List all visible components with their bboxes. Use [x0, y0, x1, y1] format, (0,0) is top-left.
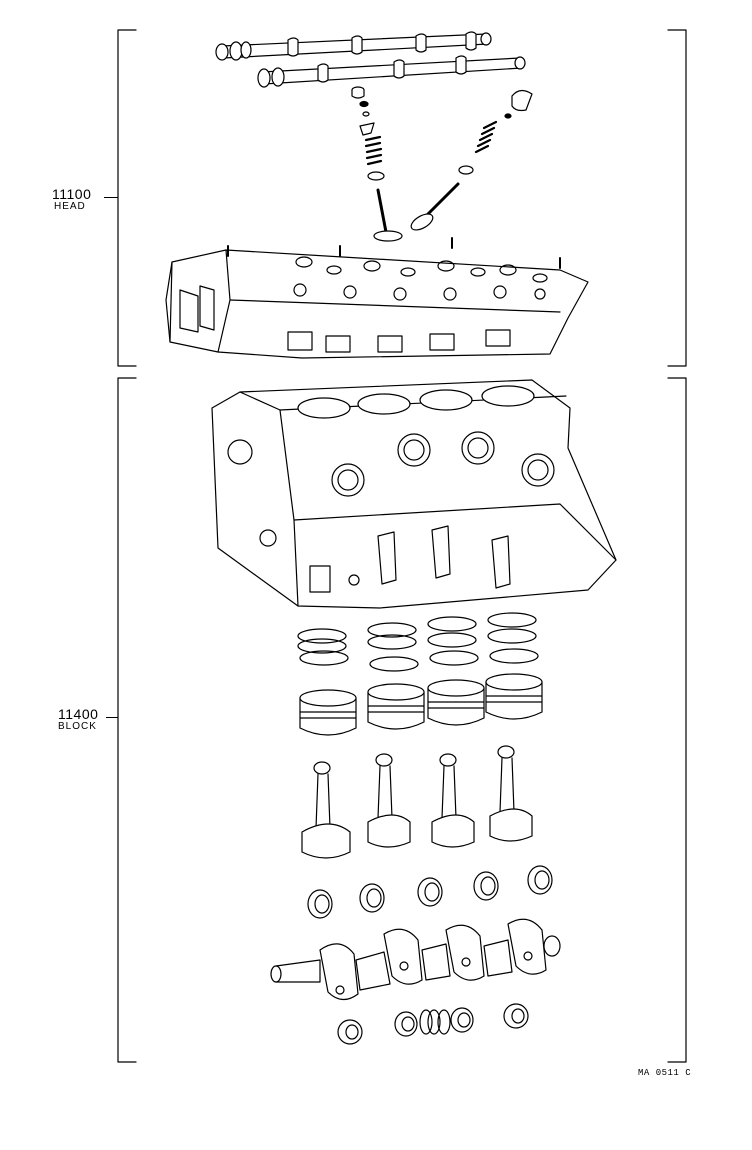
- camshaft-intake-icon: [216, 32, 491, 60]
- block-group-number: 11400: [58, 706, 99, 722]
- head-group-number: 11100: [52, 186, 92, 202]
- valve-lifter-icon-2: [512, 90, 532, 110]
- valve-retainer-icon: [360, 123, 374, 135]
- figure-code: MA 0511 C: [638, 1068, 692, 1078]
- block-group-leader: [106, 717, 118, 718]
- main-bearing-icon: [338, 1004, 528, 1044]
- valve-spring-icon-2: [459, 122, 496, 174]
- valve-keeper-icon-2: [505, 114, 511, 118]
- valve-keeper-icon: [360, 102, 369, 117]
- thrust-washer-icon: [420, 1010, 450, 1034]
- valve-icon: [374, 190, 402, 241]
- head-group-name: HEAD: [54, 201, 86, 212]
- block-group-name: BLOCK: [58, 721, 97, 732]
- valve-icon-2: [409, 184, 458, 233]
- piston-ring-set-icon: [298, 613, 538, 671]
- cylinder-head-icon: [166, 238, 588, 358]
- head-group-leader: [104, 197, 118, 198]
- camshaft-exhaust-icon: [258, 56, 525, 87]
- rod-bearing-icon: [308, 866, 552, 918]
- valve-spring-icon: [366, 137, 384, 180]
- crankshaft-icon: [271, 919, 560, 999]
- head-group-bracket: [118, 30, 686, 366]
- cylinder-block-icon: [212, 380, 616, 608]
- piston-icon: [300, 674, 542, 735]
- valve-lifter-icon: [352, 87, 364, 98]
- connecting-rod-icon: [302, 746, 532, 858]
- block-group-bracket: [118, 378, 686, 1062]
